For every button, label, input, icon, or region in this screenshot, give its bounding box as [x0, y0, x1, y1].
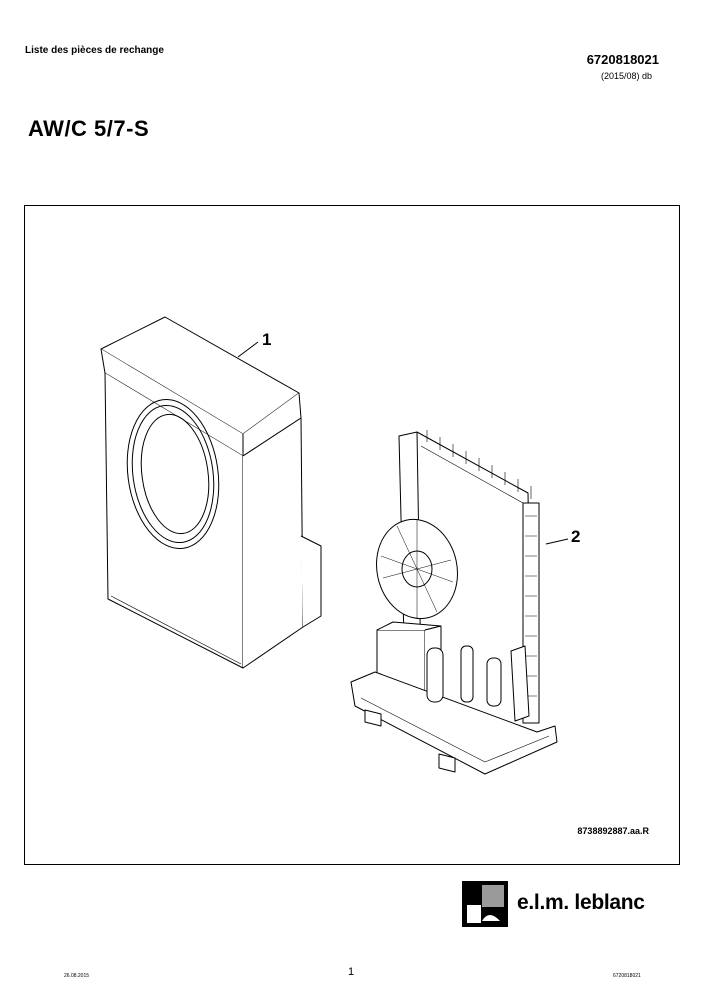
inner-unit-part: [350, 430, 558, 775]
exploded-view-drawing: [100, 316, 569, 775]
callout-number-2: 2: [571, 527, 581, 546]
callout-leader-2: [545, 538, 569, 545]
brand-logo: e.l.m. leblanc: [462, 881, 662, 927]
document-title: Liste des pièces de rechange: [25, 45, 164, 56]
elm-leblanc-logo-icon: [462, 881, 508, 927]
document-number: 6720818021: [586, 52, 659, 67]
housing-part: [100, 316, 322, 669]
document-edition: (2015/08) db: [600, 71, 652, 81]
exploded-view-frame: 1 2 8738892887.aa.R: [24, 205, 680, 865]
footer-document-number: 6720818021: [613, 973, 641, 979]
model-title: AW/C 5/7-S: [28, 116, 150, 141]
footer-date: 26.08.2015: [64, 973, 90, 979]
callout-number-1: 1: [262, 330, 272, 349]
callout-leader-1: [237, 341, 259, 358]
page-number: 1: [348, 966, 355, 978]
brand-name: e.l.m. leblanc: [517, 891, 645, 914]
figure-reference: 8738892887.aa.R: [577, 826, 649, 836]
